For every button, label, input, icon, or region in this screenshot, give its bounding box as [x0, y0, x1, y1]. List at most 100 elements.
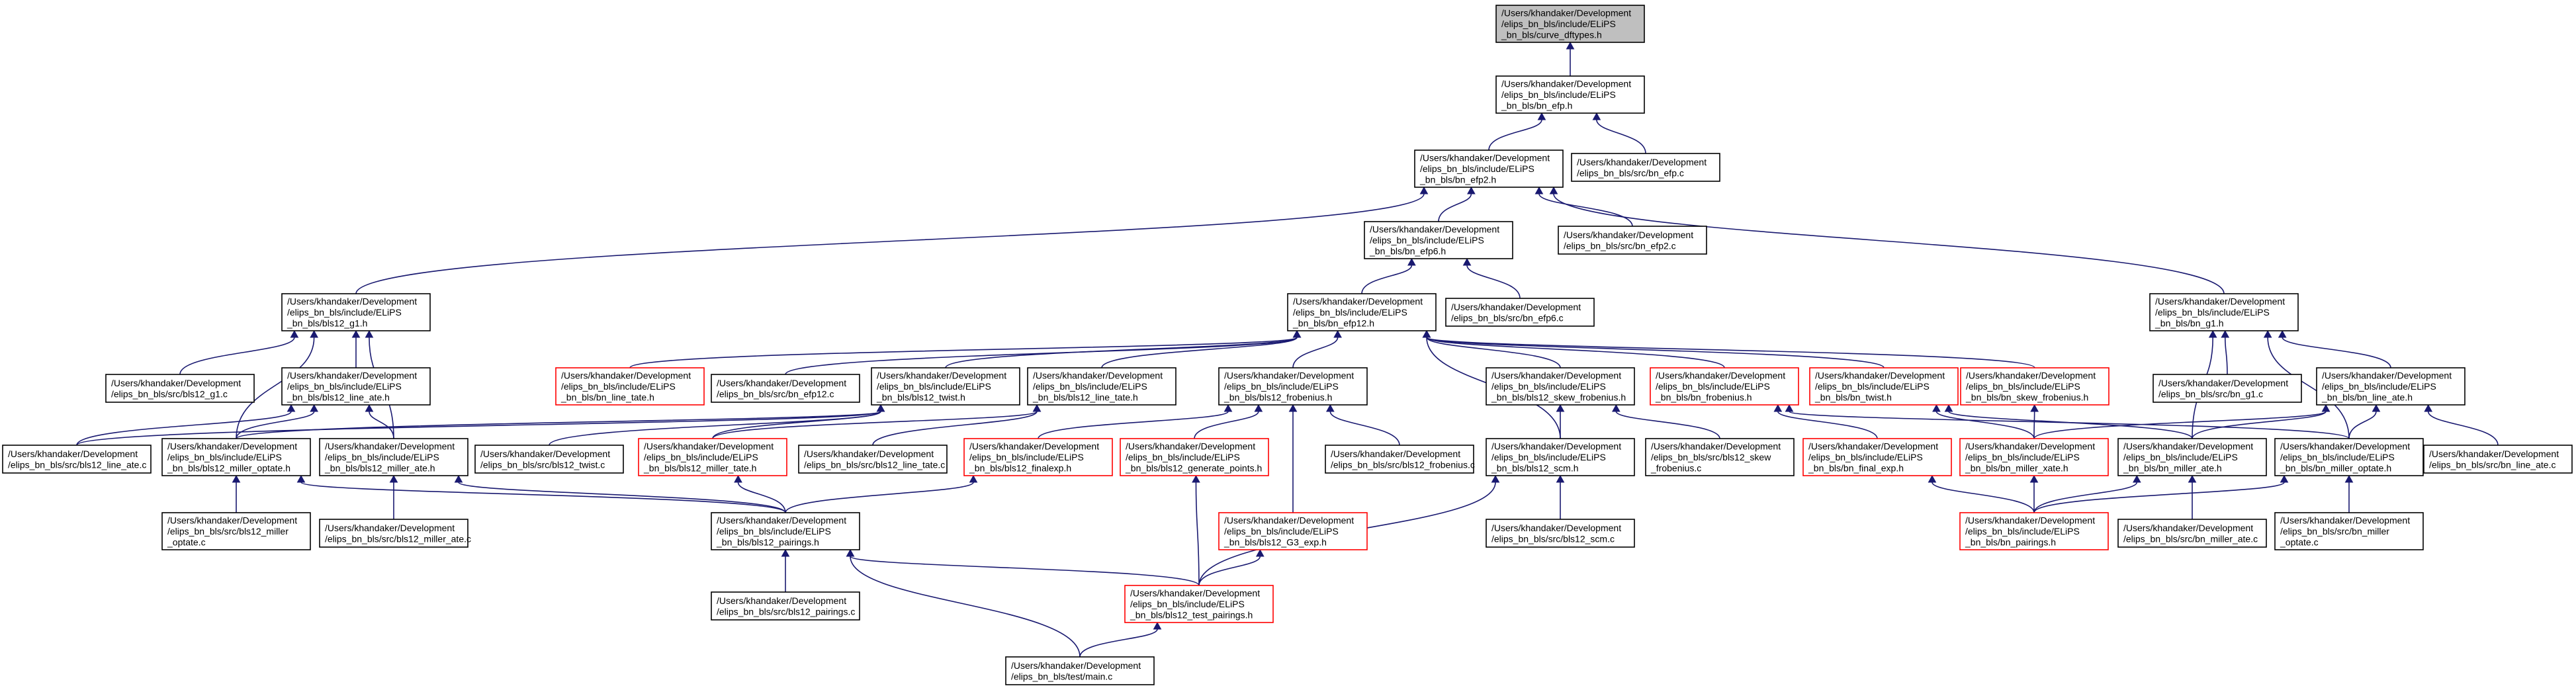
- node-label-line: /elips_bn_bls/src/bls12_miller: [167, 526, 289, 537]
- graph-node-bls12-miller-ate-c[interactable]: /Users/khandaker/Development/elips_bn_bl…: [319, 519, 471, 548]
- node-label-line: /elips_bn_bls/include/ELiPS: [561, 381, 676, 392]
- graph-node-bls12-miller-optate-c[interactable]: /Users/khandaker/Development/elips_bn_bl…: [161, 512, 311, 550]
- edge-arrowhead: [1785, 404, 1794, 412]
- node-label-line: /Users/khandaker/Development: [717, 595, 846, 606]
- node-box: [281, 367, 431, 406]
- node-box: [1960, 367, 2110, 406]
- node-label-line: /elips_bn_bls/include/ELiPS: [1224, 526, 1339, 537]
- node-label-line: /Users/khandaker/Development: [1966, 370, 2096, 381]
- edge-arrowhead: [389, 474, 398, 483]
- node-label-line: _bn_bls/bn_frobenius.h: [1655, 392, 1752, 403]
- graph-node-bls12-pairings-c[interactable]: /Users/khandaker/Development/elips_bn_bl…: [711, 591, 860, 621]
- node-box: [1650, 367, 1799, 406]
- graph-node-bn-efp6-c[interactable]: /Users/khandaker/Development/elips_bn_bl…: [1445, 298, 1595, 327]
- graph-node-bls12-test-pairings-h[interactable]: /Users/khandaker/Development/elips_bn_bl…: [1124, 585, 1274, 623]
- node-box: [1802, 438, 1952, 476]
- graph-node-bls12-g1-h[interactable]: /Users/khandaker/Development/elips_bn_bl…: [281, 293, 431, 331]
- graph-node-bn-frobenius-h[interactable]: /Users/khandaker/Development/elips_bn_bl…: [1650, 367, 1799, 406]
- dependency-edge: [737, 482, 786, 513]
- graph-node-bls12-twist-c[interactable]: /Users/khandaker/Development/elips_bn_bl…: [474, 445, 624, 474]
- edge-arrowhead: [1773, 404, 1783, 412]
- graph-node-bn-miller-xate-h[interactable]: /Users/khandaker/Development/elips_bn_bl…: [1959, 438, 2109, 476]
- graph-node-bn-final-exp-h[interactable]: /Users/khandaker/Development/elips_bn_bl…: [1802, 438, 1952, 476]
- node-label-line: /elips_bn_bls/src/bn_efp6.c: [1451, 312, 1564, 323]
- graph-node-bn-efp-c[interactable]: /Users/khandaker/Development/elips_bn_bl…: [1571, 153, 1720, 182]
- edge-arrowhead: [1566, 41, 1575, 50]
- graph-node-bn-line-tate-h[interactable]: /Users/khandaker/Development/elips_bn_bl…: [555, 367, 705, 406]
- node-label-line: _bn_bls/bls12_generate_points.h: [1125, 463, 1262, 474]
- edge-arrowhead: [365, 404, 374, 412]
- dependency-edge: [945, 337, 1298, 368]
- dependency-edge: [355, 193, 1425, 294]
- graph-node-bls12-scm-c[interactable]: /Users/khandaker/Development/elips_bn_bl…: [1486, 519, 1635, 548]
- node-label-line: _bn_bls/bls12_line_ate.h: [287, 392, 390, 403]
- graph-node-bls12-miller-ate-h[interactable]: /Users/khandaker/Development/elips_bn_bl…: [319, 438, 468, 476]
- node-box: [1495, 75, 1645, 114]
- graph-node-bn-efp2-h[interactable]: /Users/khandaker/Development/elips_bn_bl…: [1414, 150, 1564, 188]
- node-label-line: /elips_bn_bls/include/ELiPS: [1126, 452, 1240, 462]
- graph-node-bn-pairings-h[interactable]: /Users/khandaker/Development/elips_bn_bl…: [1959, 512, 2109, 550]
- graph-node-bn-efp2-c[interactable]: /Users/khandaker/Development/elips_bn_bl…: [1558, 226, 1707, 255]
- node-box: [161, 512, 311, 550]
- node-box: [2274, 512, 2424, 550]
- graph-node-bls12-line-tate-c[interactable]: /Users/khandaker/Development/elips_bn_bl…: [798, 445, 948, 474]
- graph-node-bls12-frobenius-c[interactable]: /Users/khandaker/Development/elips_bn_bl…: [1325, 445, 1475, 474]
- graph-node-bls12-frobenius-h[interactable]: /Users/khandaker/Development/elips_bn_bl…: [1218, 367, 1368, 406]
- graph-node-bls12-skew-frobenius-c[interactable]: /Users/khandaker/Development/elips_bn_bl…: [1645, 438, 1795, 476]
- dependency-edge: [1426, 337, 2035, 368]
- graph-node-bls12-line-ate-h[interactable]: /Users/khandaker/Development/elips_bn_bl…: [281, 367, 431, 406]
- node-box: [1027, 367, 1177, 406]
- graph-node-bls12-g1-c[interactable]: /Users/khandaker/Development/elips_bn_bl…: [105, 374, 255, 403]
- graph-node-bls12-g3-exp-h[interactable]: /Users/khandaker/Development/elips_bn_bl…: [1218, 512, 1368, 550]
- node-label-line: /Users/khandaker/Development: [877, 370, 1006, 381]
- node-label-line: _bn_bls/bls12_line_tate.h: [1032, 392, 1138, 403]
- graph-node-bls12-line-ate-c[interactable]: /Users/khandaker/Development/elips_bn_bl…: [2, 445, 152, 474]
- graph-node-bls12-miller-tate-h[interactable]: /Users/khandaker/Development/elips_bn_bl…: [638, 438, 787, 476]
- graph-node-bn-twist-h[interactable]: /Users/khandaker/Development/elips_bn_bl…: [1809, 367, 1959, 406]
- graph-node-bls12-pairings-h[interactable]: /Users/khandaker/Development/elips_bn_bl…: [711, 512, 860, 550]
- graph-node-bls12-line-tate-h[interactable]: /Users/khandaker/Development/elips_bn_bl…: [1027, 367, 1177, 406]
- graph-node-bn-miller-optate-c[interactable]: /Users/khandaker/Development/elips_bn_bl…: [2274, 512, 2424, 550]
- graph-node-bn-miller-ate-h[interactable]: /Users/khandaker/Development/elips_bn_bl…: [2117, 438, 2267, 476]
- graph-node-bn-miller-optate-h[interactable]: /Users/khandaker/Development/elips_bn_bl…: [2274, 438, 2424, 476]
- edge-arrowhead: [1288, 404, 1298, 412]
- graph-node-bls12-finalexp-h[interactable]: /Users/khandaker/Development/elips_bn_bl…: [963, 438, 1113, 476]
- graph-node-bls12-twist-h[interactable]: /Users/khandaker/Development/elips_bn_bl…: [871, 367, 1020, 406]
- node-label-line: /Users/khandaker/Development: [2280, 515, 2410, 526]
- graph-node-bn-miller-ate-c[interactable]: /Users/khandaker/Development/elips_bn_bl…: [2117, 519, 2267, 548]
- node-box: [1959, 512, 2109, 550]
- graph-node-bls12-skew-frobenius-h[interactable]: /Users/khandaker/Development/elips_bn_bl…: [1486, 367, 1635, 406]
- dependency-edge: [1198, 556, 1261, 586]
- graph-node-bn-g1-h[interactable]: /Users/khandaker/Development/elips_bn_bl…: [2149, 293, 2299, 331]
- graph-node-bn-g1-c[interactable]: /Users/khandaker/Development/elips_bn_bl…: [2153, 374, 2302, 403]
- edge-arrowhead: [1255, 548, 1265, 557]
- graph-node-bn-efp12-c[interactable]: /Users/khandaker/Development/elips_bn_bl…: [711, 374, 860, 403]
- graph-node-bls12-scm-h[interactable]: /Users/khandaker/Development/elips_bn_bl…: [1486, 438, 1635, 476]
- node-label-line: _bn_bls/bn_g1.h: [2154, 318, 2224, 329]
- graph-node-bn-efp6-h[interactable]: /Users/khandaker/Development/elips_bn_bl…: [1364, 221, 1513, 259]
- edge-arrowhead: [1032, 404, 1042, 412]
- graph-node-bn-efp12-h[interactable]: /Users/khandaker/Development/elips_bn_bl…: [1287, 293, 1437, 331]
- node-label-line: _bn_bls/bn_line_ate.h: [2321, 392, 2413, 403]
- graph-node-bn-line-ate-c[interactable]: /Users/khandaker/Development/elips_bn_bl…: [2423, 445, 2573, 474]
- graph-node-bls12-generate-points-h[interactable]: /Users/khandaker/Development/elips_bn_bl…: [1120, 438, 1269, 476]
- node-label-line: /Users/khandaker/Development: [2280, 441, 2410, 452]
- node-label-line: _bn_bls/bn_pairings.h: [1965, 537, 2056, 548]
- graph-node-test-main-c[interactable]: /Users/khandaker/Development/elips_bn_bl…: [1005, 656, 1155, 685]
- node-label-line: _frobenius.c: [1650, 463, 1701, 474]
- node-label-line: /Users/khandaker/Development: [1370, 224, 1499, 235]
- dependency-edge: [236, 411, 881, 439]
- node-label-line: /Users/khandaker/Development: [1564, 230, 1693, 240]
- graph-node-bn-line-ate-h[interactable]: /Users/khandaker/Development/elips_bn_bl…: [2316, 367, 2465, 406]
- graph-node-bn-skew-frobenius-h[interactable]: /Users/khandaker/Development/elips_bn_bl…: [1960, 367, 2110, 406]
- node-label-line: _bn_bls/bls12_miller_ate.h: [324, 463, 435, 474]
- edge-arrowhead: [232, 474, 241, 483]
- node-label-line: /elips_bn_bls/include/ELiPS: [1815, 381, 1930, 392]
- node-box: [871, 367, 1020, 406]
- edge-arrowhead: [296, 474, 306, 483]
- node-label-line: /elips_bn_bls/include/ELiPS: [287, 307, 402, 318]
- node-box: [798, 445, 948, 474]
- graph-node-bn-efp-h[interactable]: /Users/khandaker/Development/elips_bn_bl…: [1495, 75, 1645, 114]
- graph-node-bls12-miller-optate-h[interactable]: /Users/khandaker/Development/elips_bn_bl…: [161, 438, 311, 476]
- node-box: [1445, 298, 1595, 327]
